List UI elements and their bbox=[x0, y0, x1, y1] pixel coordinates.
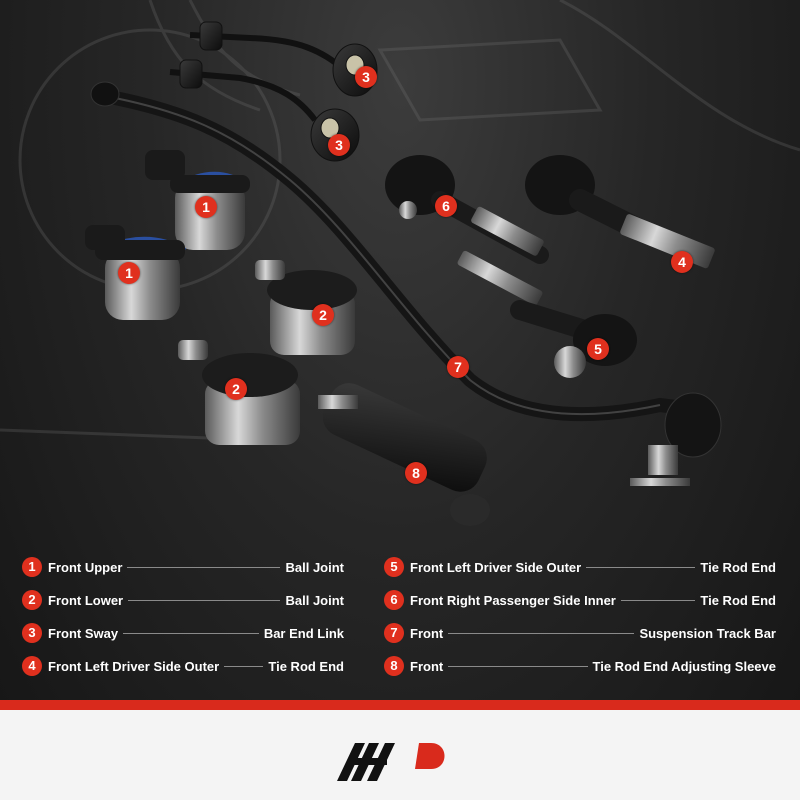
legend-number: 2 bbox=[22, 590, 42, 610]
legend-row: 7 Front Suspension Track Bar bbox=[384, 621, 776, 645]
badge-1: 1 bbox=[118, 262, 140, 284]
legend-row: 1 Front Upper Ball Joint bbox=[22, 555, 344, 579]
leader-line bbox=[224, 665, 264, 667]
leader-line bbox=[128, 599, 281, 601]
legend-number: 4 bbox=[22, 656, 42, 676]
leader-line bbox=[127, 566, 281, 568]
badge-5: 5 bbox=[587, 338, 609, 360]
legend-position: Front Lower bbox=[48, 592, 124, 608]
badge-4: 4 bbox=[671, 251, 693, 273]
leader-line bbox=[448, 632, 635, 634]
ball-joint-upper-b bbox=[85, 225, 187, 320]
legend-number: 8 bbox=[384, 656, 404, 676]
leader-line bbox=[620, 599, 696, 601]
legend-number: 7 bbox=[384, 623, 404, 643]
tie-rod-end-5 bbox=[457, 250, 637, 378]
footer-bar bbox=[0, 710, 800, 800]
legend-row: 3 Front Sway Bar End Link bbox=[22, 621, 344, 645]
legend-part: Bar End Link bbox=[263, 625, 344, 641]
legend-number: 1 bbox=[22, 557, 42, 577]
legend-number: 5 bbox=[384, 557, 404, 577]
legend-part: Tie Rod End bbox=[700, 592, 776, 608]
badge-3: 3 bbox=[328, 134, 350, 156]
legend-position: Front Left Driver Side Outer bbox=[48, 658, 220, 674]
badge-1: 1 bbox=[195, 196, 217, 218]
legend-part: Tie Rod End bbox=[268, 658, 344, 674]
legend-part: Ball Joint bbox=[285, 592, 344, 608]
legend-part: Suspension Track Bar bbox=[639, 625, 776, 641]
legend-position: Front Left Driver Side Outer bbox=[410, 559, 582, 575]
badge-7: 7 bbox=[447, 356, 469, 378]
legend-number: 3 bbox=[22, 623, 42, 643]
legend-position: Front Upper bbox=[48, 559, 123, 575]
tie-rod-end-4 bbox=[525, 155, 715, 269]
accent-stripe bbox=[0, 700, 800, 710]
badge-3: 3 bbox=[355, 66, 377, 88]
legend-part: Tie Rod End bbox=[700, 559, 776, 575]
legend-row: 6 Front Right Passenger Side Inner Tie R… bbox=[384, 588, 776, 612]
tie-rod-end-6 bbox=[385, 155, 549, 264]
adjusting-sleeve bbox=[318, 383, 490, 526]
logo-icon bbox=[337, 743, 445, 781]
legend-position: Front Right Passenger Side Inner bbox=[410, 592, 616, 608]
legend-position: Front Sway bbox=[48, 625, 119, 641]
leader-line bbox=[586, 566, 696, 568]
leader-line bbox=[448, 665, 588, 667]
badge-6: 6 bbox=[435, 195, 457, 217]
legend-row: 2 Front Lower Ball Joint bbox=[22, 588, 344, 612]
badge-8: 8 bbox=[405, 462, 427, 484]
legend-part: Tie Rod End Adjusting Sleeve bbox=[592, 658, 776, 674]
badge-2: 2 bbox=[312, 304, 334, 326]
legend-part: Ball Joint bbox=[285, 559, 344, 575]
legend-number: 6 bbox=[384, 590, 404, 610]
legend-row: 5 Front Left Driver Side Outer Tie Rod E… bbox=[384, 555, 776, 579]
legend-position: Front bbox=[410, 658, 444, 674]
legend-row: 4 Front Left Driver Side Outer Tie Rod E… bbox=[22, 654, 344, 678]
parts-legend: 1 Front Upper Ball Joint 2 Front Lower B… bbox=[0, 545, 800, 690]
legend-position: Front bbox=[410, 625, 444, 641]
leader-line bbox=[123, 632, 259, 634]
legend-row: 8 Front Tie Rod End Adjusting Sleeve bbox=[384, 654, 776, 678]
track-bar bbox=[93, 88, 707, 422]
badge-2: 2 bbox=[225, 378, 247, 400]
ball-joint-lower-a bbox=[255, 260, 357, 355]
